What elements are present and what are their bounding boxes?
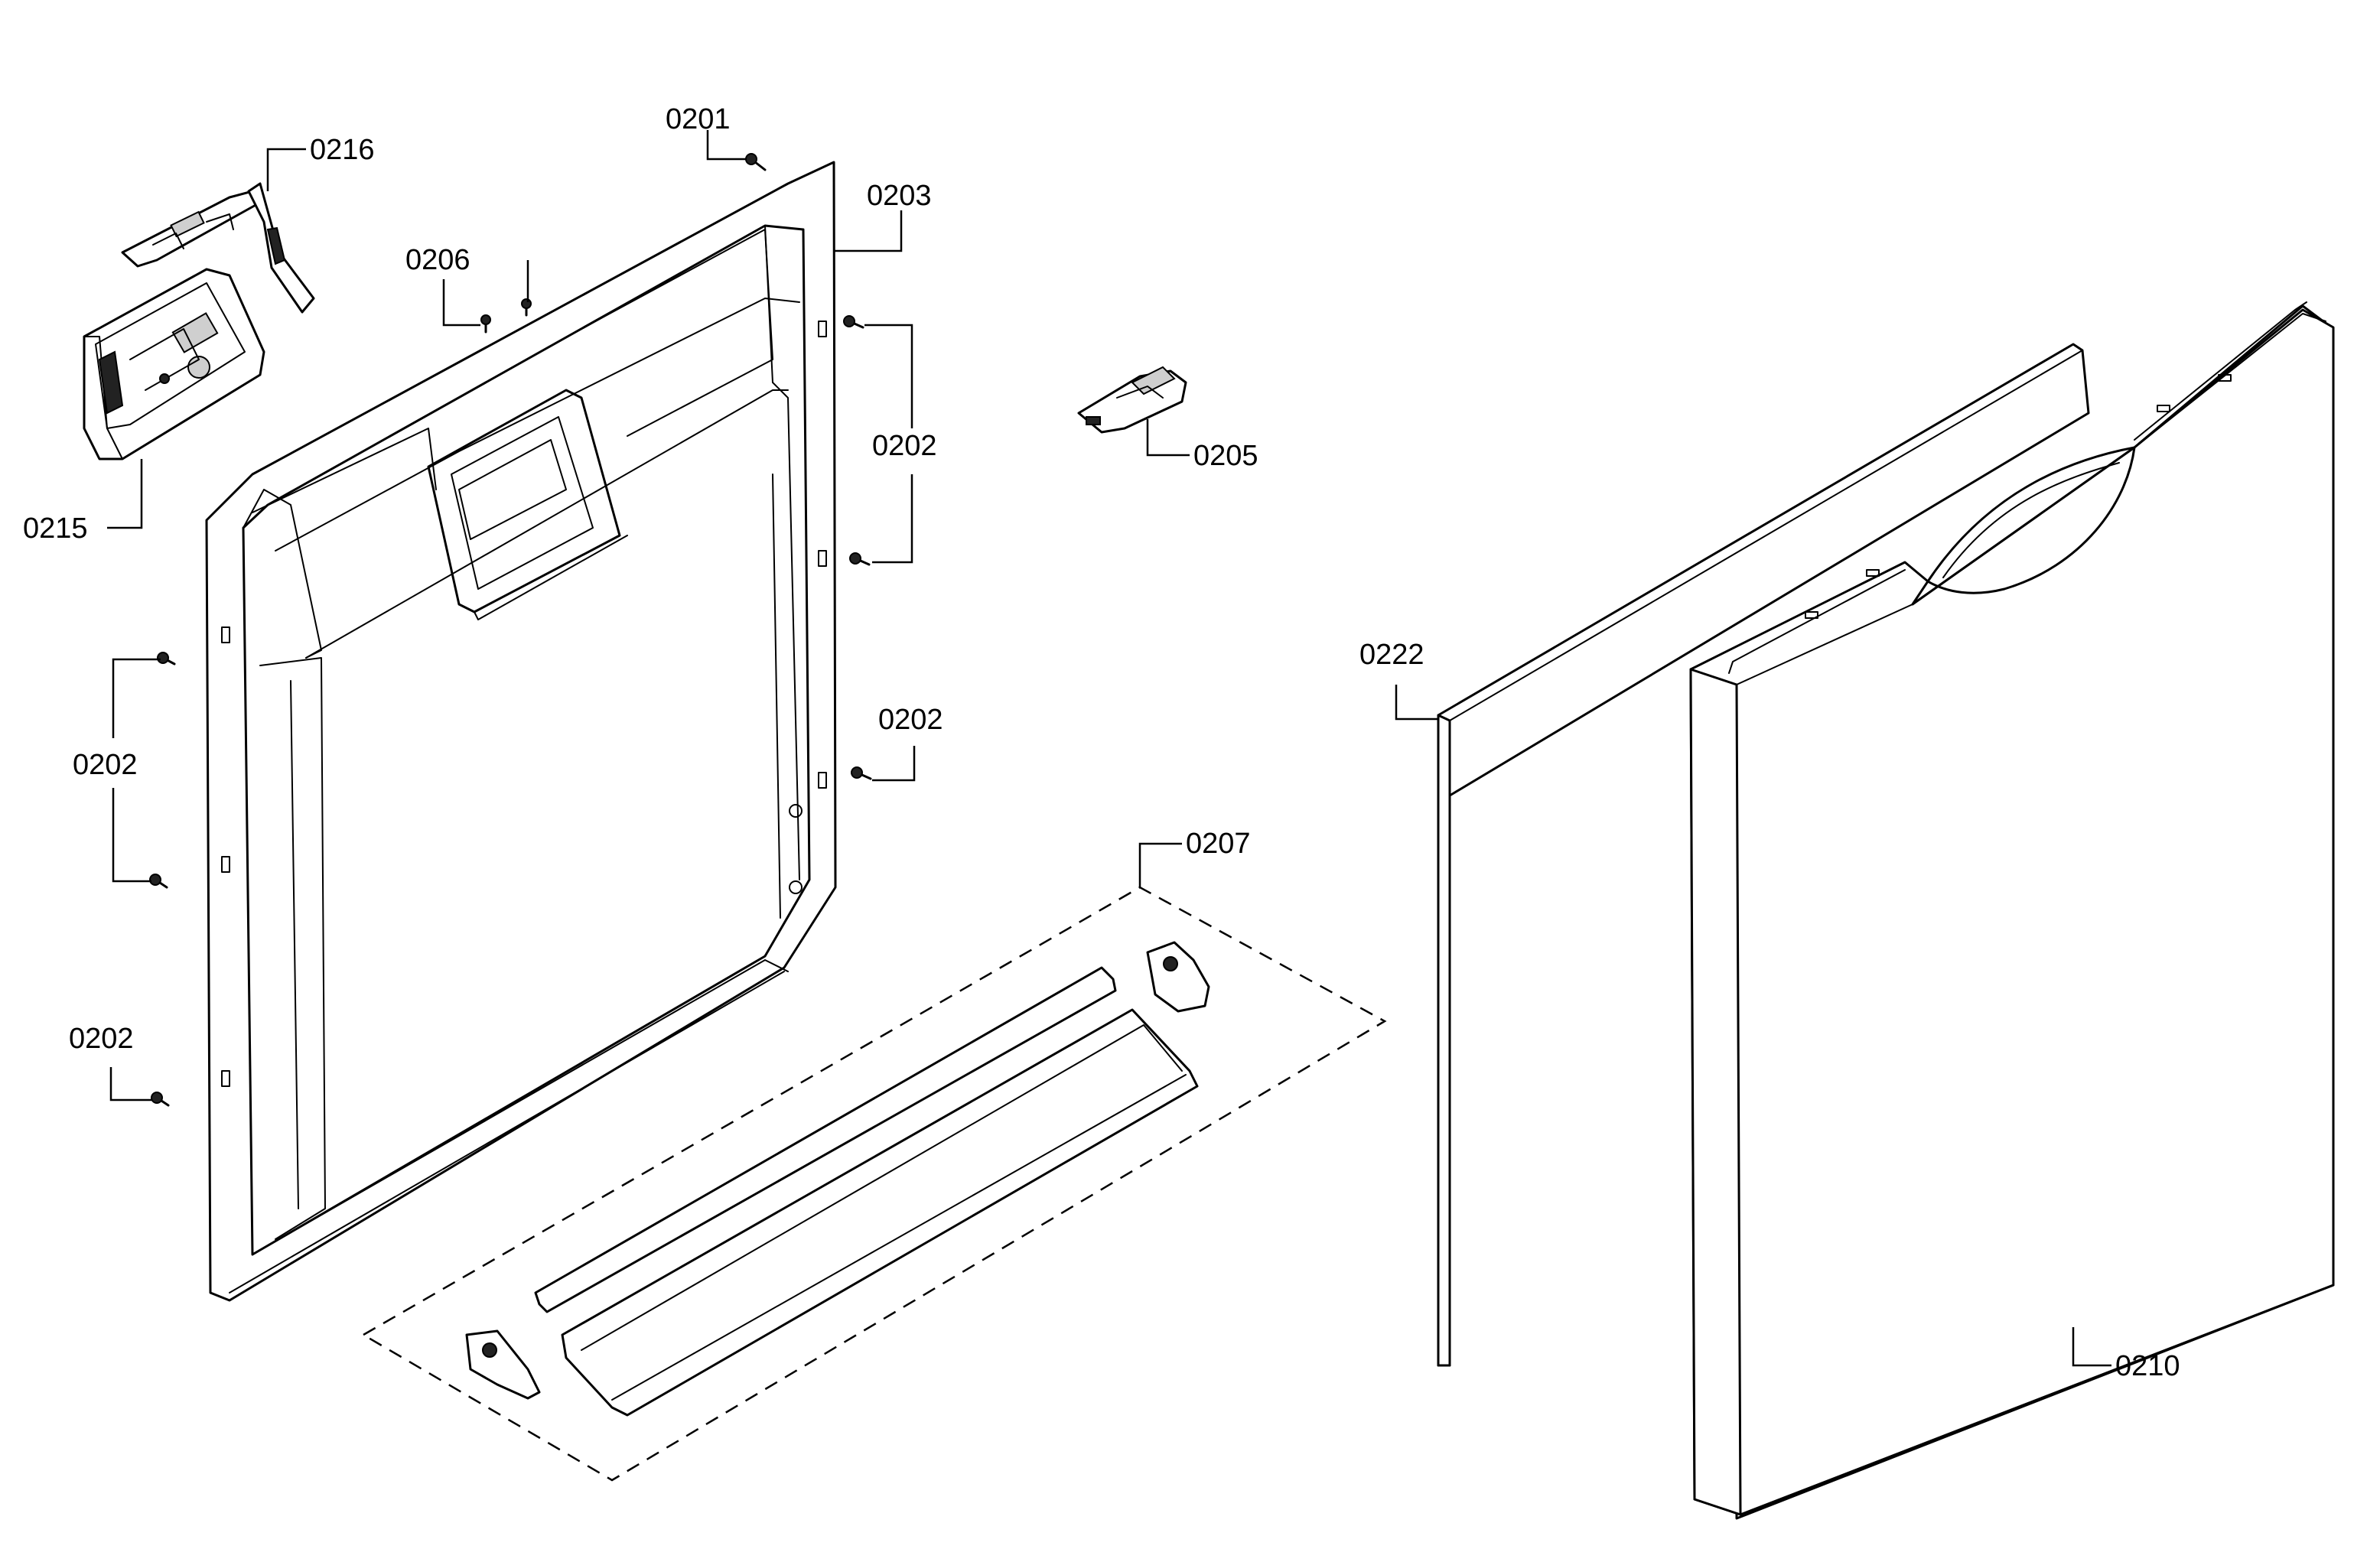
label-0202-left-low: 0202 [69, 1023, 134, 1055]
screw-0202-left-mid [149, 874, 168, 889]
hinge-clip-0205 [1077, 366, 1187, 434]
screw-0202-right-upper [843, 315, 864, 329]
screw-0202-right-low [851, 766, 872, 780]
inner-door-frame [205, 161, 837, 1302]
bottom-trim-kit-0207 [361, 886, 1387, 1482]
outer-door-0210 [1689, 301, 2335, 1520]
door-panel-0222 [1437, 343, 2090, 1367]
label-0222: 0222 [1359, 639, 1424, 671]
label-0205: 0205 [1193, 440, 1258, 472]
screw-0206-a [480, 314, 491, 334]
screw-0201 [745, 153, 767, 171]
control-module-0215 [83, 268, 265, 460]
screw-0202-right-mid [849, 552, 871, 566]
label-0202-left-mid: 0202 [73, 749, 138, 781]
label-0216: 0216 [310, 134, 375, 166]
screw-0206-b [521, 298, 532, 317]
label-0203: 0203 [867, 180, 932, 212]
leader-lines [107, 130, 2111, 1367]
label-0215: 0215 [23, 513, 88, 545]
screw-0202-left-upper [157, 652, 176, 665]
label-0202-right-lower: 0202 [878, 704, 943, 736]
latch-bracket-0216 [121, 182, 315, 314]
label-0210: 0210 [2115, 1350, 2180, 1382]
screw-0202-left-low [151, 1092, 170, 1107]
label-0206: 0206 [405, 244, 470, 276]
label-0201: 0201 [666, 103, 731, 135]
label-0207: 0207 [1186, 828, 1251, 860]
label-0202-right-upper: 0202 [872, 430, 937, 462]
